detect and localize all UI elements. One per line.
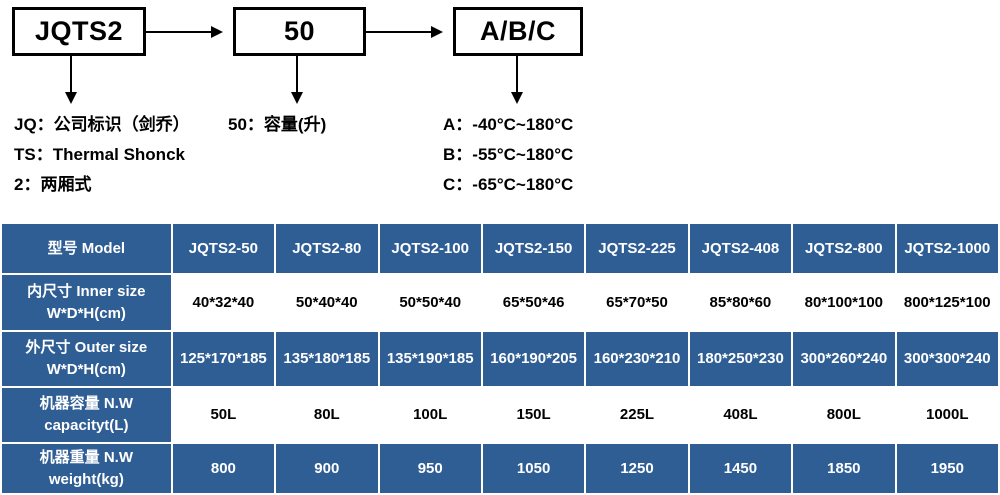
table-cell: 160*190*205 [482, 332, 585, 386]
right-arrow-icon [366, 26, 443, 38]
down-arrow-icon [511, 56, 523, 104]
table-cell: 800L [793, 388, 895, 442]
specification-table: 型号 Model JQTS2-50 JQTS2-80 JQTS2-100 JQT… [0, 222, 1000, 495]
diagram-box-capacity: 50 [233, 7, 366, 56]
diagram-box-model-label: JQTS2 [34, 16, 124, 46]
table-cell: 1850 [793, 444, 895, 493]
table-cell: JQTS2-100 [379, 224, 481, 273]
table-cell: 80*100*100 [793, 275, 895, 330]
table-cell: 1250 [586, 444, 688, 493]
legend-line-c: C：-65°C~180°C [443, 175, 574, 194]
legend-model-code: JQ：公司标识（剑乔） TS：Thermal Shonck 2：两厢式 [14, 110, 190, 200]
table-cell: 50*40*40 [276, 275, 378, 330]
table-cell: 160*230*210 [586, 332, 688, 386]
table-cell: 1050 [482, 444, 585, 493]
row-label-outer-size-sub: W*D*H(cm) [46, 361, 126, 378]
row-label-capacity-sub: capacityt(L) [44, 417, 129, 434]
down-arrow-icon [291, 56, 303, 104]
table-cell: 50*50*40 [379, 275, 481, 330]
row-label-model: 型号 Model [2, 224, 171, 273]
table-cell: 40*32*40 [172, 275, 275, 330]
specification-table-body: 型号 Model JQTS2-50 JQTS2-80 JQTS2-100 JQT… [2, 224, 998, 493]
table-cell: 100L [379, 388, 481, 442]
row-label-capacity: 机器容量 N.W capacityt(L) [2, 388, 171, 442]
table-row: 内尺寸 Inner size W*D*H(cm) 40*32*40 50*40*… [2, 275, 998, 330]
table-cell: 1000L [896, 388, 998, 442]
row-label-inner-size: 内尺寸 Inner size W*D*H(cm) [2, 275, 171, 330]
row-label-model-text: 型号 Model [47, 239, 126, 257]
table-cell: 80L [276, 388, 378, 442]
table-cell: 1450 [689, 444, 792, 493]
diagram-box-model: JQTS2 [12, 7, 146, 56]
table-cell: 408L [689, 388, 792, 442]
table-cell: 800*125*100 [896, 275, 998, 330]
table-cell: 135*180*185 [276, 332, 378, 386]
legend-line-ts: TS：Thermal Shonck [14, 145, 185, 164]
table-row: 型号 Model JQTS2-50 JQTS2-80 JQTS2-100 JQT… [2, 224, 998, 273]
table-cell: JQTS2-225 [586, 224, 688, 273]
row-label-weight-sub: weight(kg) [48, 470, 124, 488]
table-row: 机器容量 N.W capacityt(L) 50L 80L 100L 150L … [2, 388, 998, 442]
diagram-box-temperature-label: A/B/C [480, 16, 556, 46]
table-cell: 135*190*185 [379, 332, 481, 386]
table-cell: JQTS2-800 [793, 224, 895, 273]
down-arrow-icon [65, 56, 77, 104]
legend-capacity: 50：容量(升) [228, 110, 326, 140]
row-label-weight: 机器重量 N.W weight(kg) [2, 444, 171, 493]
table-cell: JQTS2-50 [172, 224, 275, 273]
table-cell: JQTS2-408 [689, 224, 792, 273]
table-cell: 800 [172, 444, 275, 493]
table-cell: 125*170*185 [172, 332, 275, 386]
table-row: 机器重量 N.W weight(kg) 800 900 950 1050 125… [2, 444, 998, 493]
table-cell: 85*80*60 [689, 275, 792, 330]
table-cell: 150L [482, 388, 585, 442]
legend-line-capacity: 50：容量(升) [228, 115, 327, 134]
table-cell: 950 [379, 444, 481, 493]
table-cell: 65*50*46 [482, 275, 585, 330]
diagram-box-temperature: A/B/C [453, 7, 583, 56]
row-label-outer-size: 外尺寸 Outer size W*D*H(cm) [2, 332, 171, 386]
row-label-inner-size-sub: W*D*H(cm) [46, 304, 126, 322]
table-cell: 1950 [896, 444, 998, 493]
row-label-inner-size-text: 内尺寸 Inner size [27, 282, 146, 300]
model-naming-diagram: JQTS2 50 A/B/C JQ：公司标识（剑乔） TS：Thermal Sh… [0, 0, 1000, 222]
table-cell: 225L [586, 388, 688, 442]
legend-line-b: B：-55°C~180°C [443, 145, 574, 164]
legend-line-a: A：-40°C~180°C [443, 115, 574, 134]
table-cell: JQTS2-80 [276, 224, 378, 273]
table-cell: 65*70*50 [586, 275, 688, 330]
diagram-box-capacity-label: 50 [283, 16, 316, 46]
table-cell: 180*250*230 [689, 332, 792, 386]
table-cell: 50L [172, 388, 275, 442]
table-cell: 300*300*240 [896, 332, 998, 386]
table-cell: JQTS2-1000 [896, 224, 998, 273]
right-arrow-icon [146, 26, 223, 38]
table-cell: 900 [276, 444, 378, 493]
table-row: 外尺寸 Outer size W*D*H(cm) 125*170*185 135… [2, 332, 998, 386]
row-label-weight-text: 机器重量 N.W [39, 448, 133, 466]
table-cell: JQTS2-150 [482, 224, 585, 273]
row-label-capacity-text: 机器容量 N.W [39, 395, 133, 413]
row-label-outer-size-text: 外尺寸 Outer size [25, 339, 148, 357]
legend-line-jq: JQ：公司标识（剑乔） [14, 115, 190, 134]
legend-line-2: 2：两厢式 [14, 175, 92, 194]
legend-temperature-range: A：-40°C~180°C B：-55°C~180°C C：-65°C~180°… [443, 110, 573, 200]
table-cell: 300*260*240 [793, 332, 895, 386]
